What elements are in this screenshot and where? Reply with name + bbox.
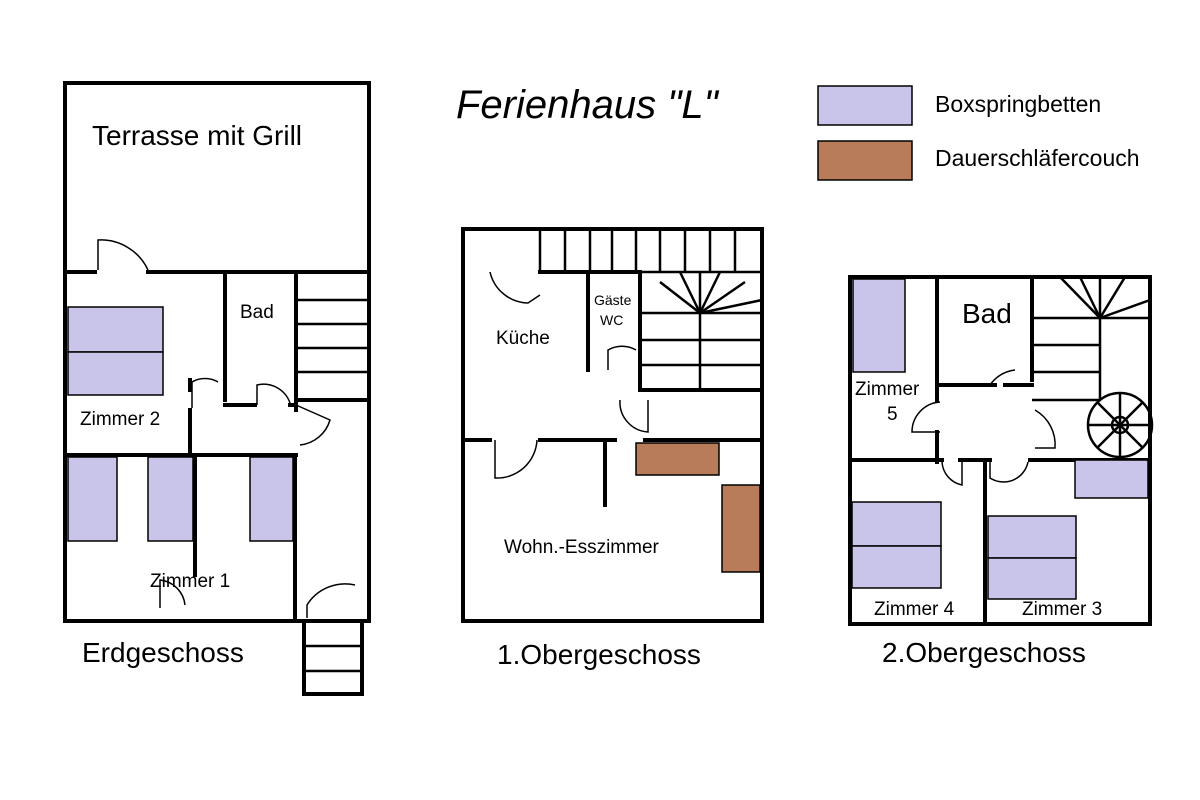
- ground-floor-name: Erdgeschoss: [82, 637, 244, 668]
- ground-stairs: [296, 298, 369, 696]
- legend-label-couch: Dauerschläfercouch: [935, 145, 1140, 171]
- ground-floor-plan: Terrasse mit Grill Bad Zimmer 2 Zimmer 1…: [63, 81, 371, 696]
- second-bath-label: Bad: [962, 298, 1012, 329]
- second-room5-label-1: Zimmer: [855, 379, 920, 400]
- diagram-title: Ferienhaus "L": [456, 83, 720, 127]
- first-living-label: Wohn.-Esszimmer: [504, 537, 660, 558]
- legend-label-bed: Boxspringbetten: [935, 91, 1101, 117]
- spiral-staircase: [1086, 391, 1154, 459]
- second-floor-name: 2.Obergeschoss: [882, 637, 1086, 668]
- second-floor-plan: Bad Zimmer 5 Zimmer 4 Zimmer 3 2.Oberges…: [848, 275, 1154, 668]
- first-floor-plan: Küche Gäste WC Wohn.-Esszimmer 1.Oberges…: [461, 227, 764, 670]
- first-kitchen-label: Küche: [496, 328, 550, 349]
- legend-swatch-bed: [817, 85, 913, 126]
- ground-room1-label: Zimmer 1: [150, 571, 230, 592]
- ground-room2-label: Zimmer 2: [80, 409, 160, 430]
- second-room3-label: Zimmer 3: [1022, 599, 1102, 620]
- ground-terrace-label: Terrasse mit Grill: [92, 120, 302, 151]
- first-floor-name: 1.Obergeschoss: [497, 639, 701, 670]
- second-room4-label: Zimmer 4: [874, 599, 955, 620]
- legend-swatch-couch: [817, 140, 913, 181]
- second-room5-label-2: 5: [887, 404, 898, 425]
- first-guestwc-label-2: WC: [600, 312, 623, 328]
- ground-bath-label: Bad: [240, 302, 274, 323]
- first-guestwc-label-1: Gäste: [594, 292, 632, 308]
